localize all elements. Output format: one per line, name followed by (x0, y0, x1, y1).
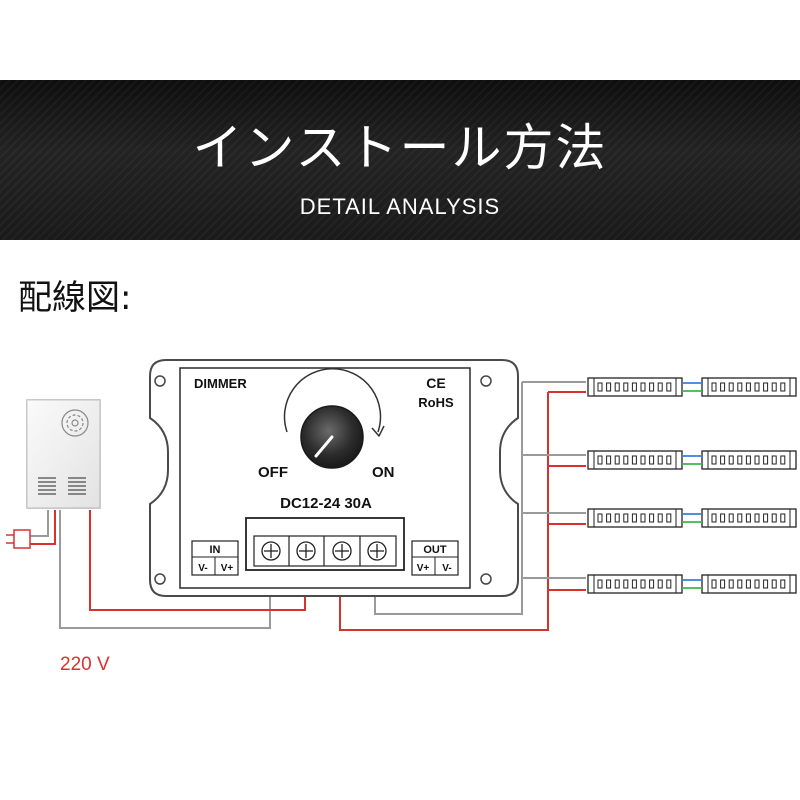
rotate-arrow-icon (283, 367, 385, 437)
input-negative-label: V- (198, 563, 207, 574)
output-label-box: OUT V+ V- (411, 540, 459, 576)
page-subtitle: DETAIL ANALYSIS (299, 194, 501, 219)
input-label-box: IN V- V+ (191, 540, 239, 576)
led-strip-icon (701, 508, 797, 528)
led-strip-icon (587, 377, 683, 397)
led-strip-icon (701, 450, 797, 470)
led-strip-icon (587, 450, 683, 470)
rohs-mark: RoHS (418, 395, 454, 410)
voltage-label: 220 V (60, 654, 110, 675)
wire-output-positive (339, 392, 549, 631)
output-positive-label: V+ (417, 563, 430, 574)
header-banner (0, 80, 800, 240)
fan-icon (61, 409, 89, 437)
output-negative-label: V- (442, 563, 451, 574)
knob-icon (300, 405, 364, 469)
ce-mark: CE (426, 375, 445, 391)
led-strip-icon (701, 377, 797, 397)
wire-input-negative (59, 510, 271, 629)
dimmer-name: DIMMER (194, 376, 247, 391)
on-label: ON (372, 464, 395, 481)
screw-terminal-icon (261, 541, 387, 561)
dimmer-controller: DIMMER CE RoHS OFF ON DC12-24 30A (149, 359, 519, 597)
vent-icon (38, 477, 86, 495)
rating-label: DC12-24 30A (280, 495, 372, 512)
led-strip-icon (587, 574, 683, 594)
section-label: 配線図: (18, 278, 132, 318)
page-title: インストール方法 (192, 119, 608, 177)
input-positive-label: V+ (221, 563, 234, 574)
power-supply (26, 399, 101, 509)
led-strip-icon (587, 508, 683, 528)
output-label: OUT (423, 544, 447, 556)
terminal-block (245, 517, 405, 571)
led-strip-icon (701, 574, 797, 594)
led-strips (587, 377, 797, 594)
plug-icon (6, 529, 31, 549)
off-label: OFF (258, 464, 288, 481)
input-label: IN (210, 544, 221, 556)
